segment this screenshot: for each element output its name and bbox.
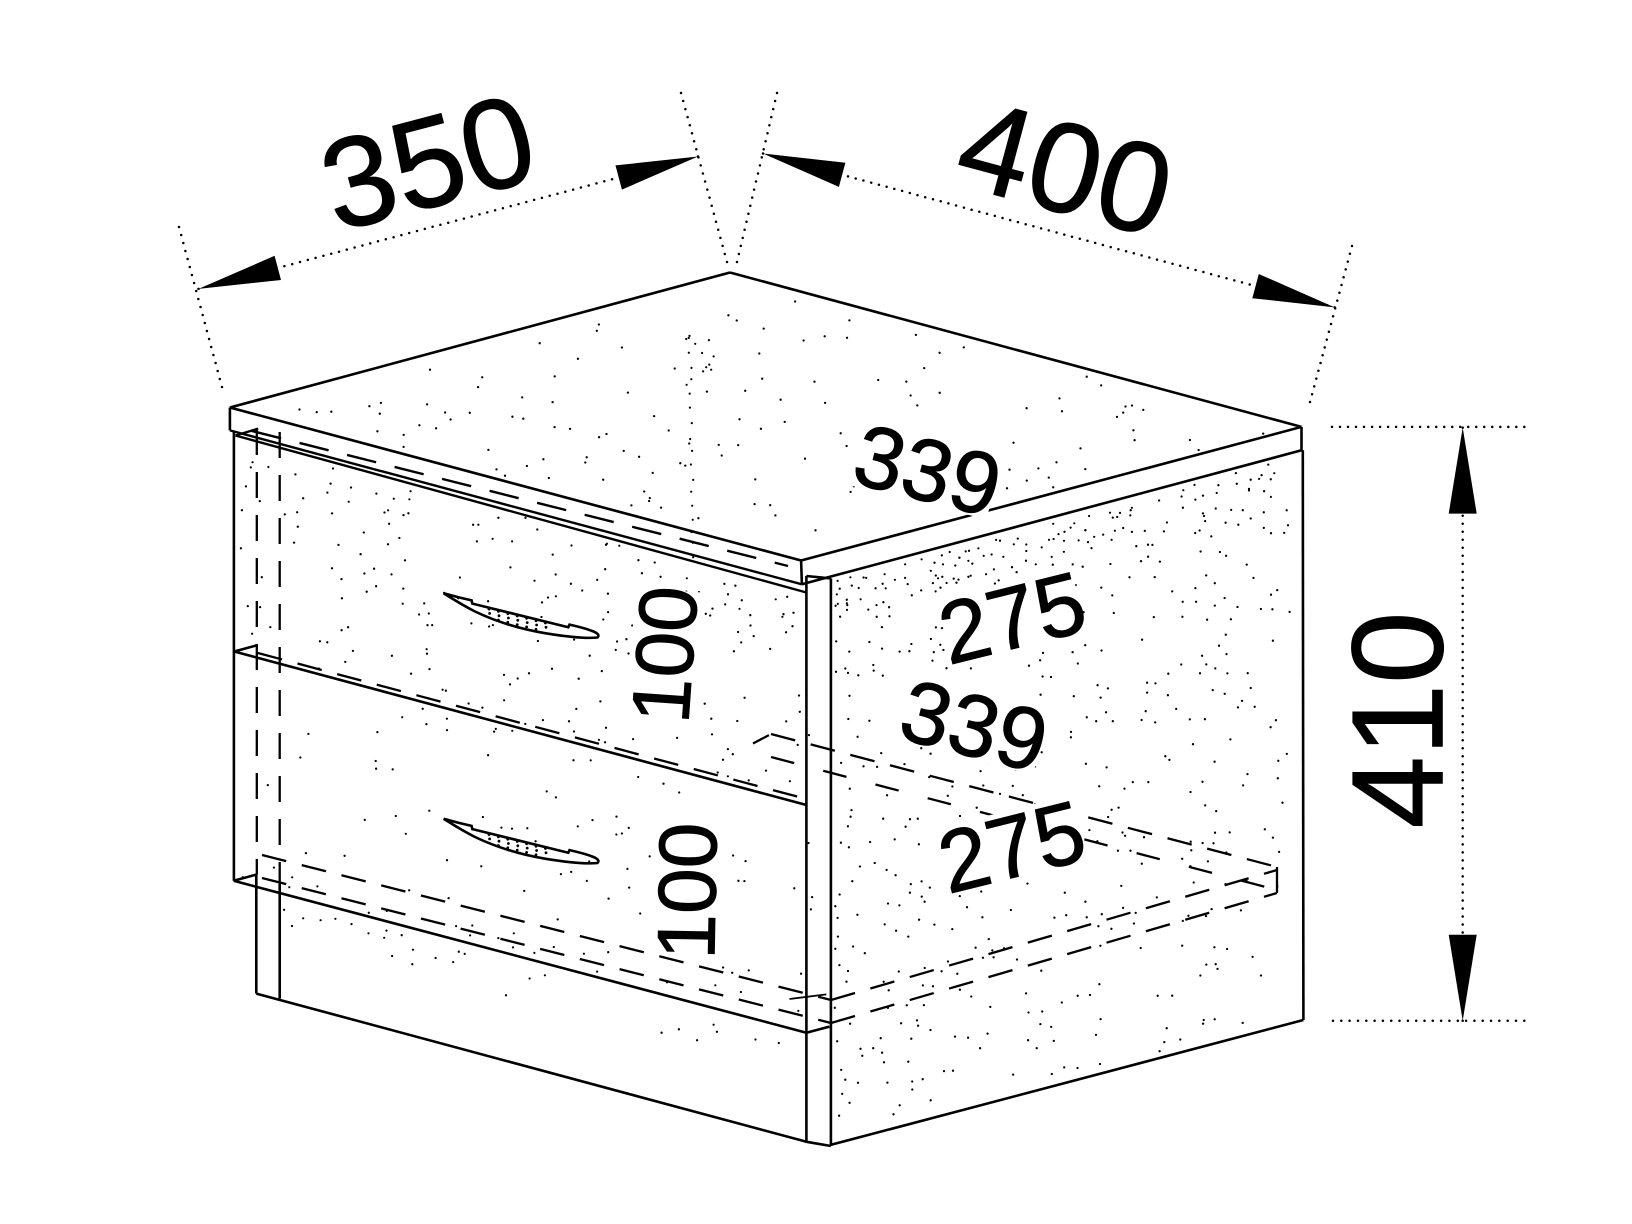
svg-text:100: 100 bbox=[641, 822, 734, 960]
svg-text:410: 410 bbox=[1324, 612, 1470, 829]
svg-text:100: 100 bbox=[615, 583, 715, 726]
